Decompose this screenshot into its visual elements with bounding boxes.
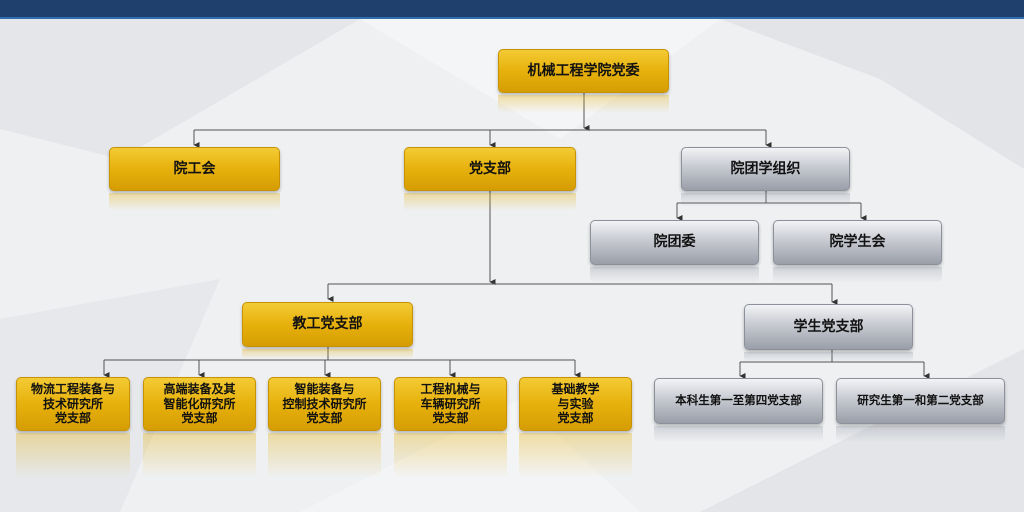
- undergrad-party-branches-reflection: [654, 426, 823, 442]
- faculty-branch-intelligent-equipment-reflection: [268, 433, 381, 478]
- line: 智能化研究所: [163, 396, 236, 411]
- line: 智能装备与: [294, 382, 355, 397]
- line: 物流工程装备与: [30, 382, 115, 397]
- faculty-branch-intelligent-equipment: 智能装备与控制技术研究所党支部: [268, 377, 381, 431]
- student-union-reflection: [773, 267, 942, 283]
- party-branch: 党支部: [404, 147, 576, 191]
- line: 与实验: [557, 396, 594, 411]
- faculty-party-branch-reflection: [242, 349, 413, 359]
- line: 控制技术研究所: [282, 396, 367, 411]
- line: 党支部: [54, 411, 91, 426]
- college-union-reflection: [109, 193, 280, 211]
- line: 党支部: [181, 411, 218, 426]
- youth-league-committee: 院团委: [590, 220, 759, 265]
- root-party-committee: 机械工程学院党委: [498, 49, 669, 93]
- root-reflection: [498, 95, 669, 113]
- college-union: 院工会: [109, 147, 280, 191]
- line: 工程机械与: [420, 382, 481, 397]
- line: 基础教学: [551, 382, 600, 397]
- faculty-branch-construction-machinery-reflection: [394, 433, 507, 478]
- party-branch-reflection: [404, 193, 576, 211]
- faculty-branch-high-end-equipment-reflection: [143, 433, 256, 478]
- line: 党支部: [432, 411, 469, 426]
- faculty-party-branch: 教工党支部: [242, 302, 413, 347]
- student-union: 院学生会: [773, 220, 942, 265]
- graduate-party-branches-reflection: [836, 426, 1005, 442]
- faculty-branch-logistics-reflection: [16, 433, 130, 478]
- line: 党支部: [306, 411, 343, 426]
- student-party-branch: 学生党支部: [744, 304, 913, 350]
- line: 高端装备及其: [163, 382, 236, 397]
- line: 党支部: [557, 411, 594, 426]
- student-orgs-reflection: [681, 193, 850, 207]
- faculty-branch-high-end-equipment: 高端装备及其智能化研究所党支部: [143, 377, 256, 431]
- faculty-branch-basic-teaching-reflection: [519, 433, 632, 478]
- student-orgs: 院团学组织: [681, 147, 850, 191]
- student-party-branch-reflection: [744, 352, 913, 362]
- header-bar: [0, 0, 1024, 19]
- undergrad-party-branches: 本科生第一至第四党支部: [654, 378, 823, 424]
- line: 车辆研究所: [420, 396, 481, 411]
- graduate-party-branches: 研究生第一和第二党支部: [836, 378, 1005, 424]
- faculty-branch-basic-teaching: 基础教学与实验党支部: [519, 377, 632, 431]
- faculty-branch-logistics: 物流工程装备与技术研究所党支部: [16, 377, 130, 431]
- faculty-branch-construction-machinery: 工程机械与车辆研究所党支部: [394, 377, 507, 431]
- line: 技术研究所: [42, 396, 103, 411]
- youth-league-reflection: [590, 267, 759, 283]
